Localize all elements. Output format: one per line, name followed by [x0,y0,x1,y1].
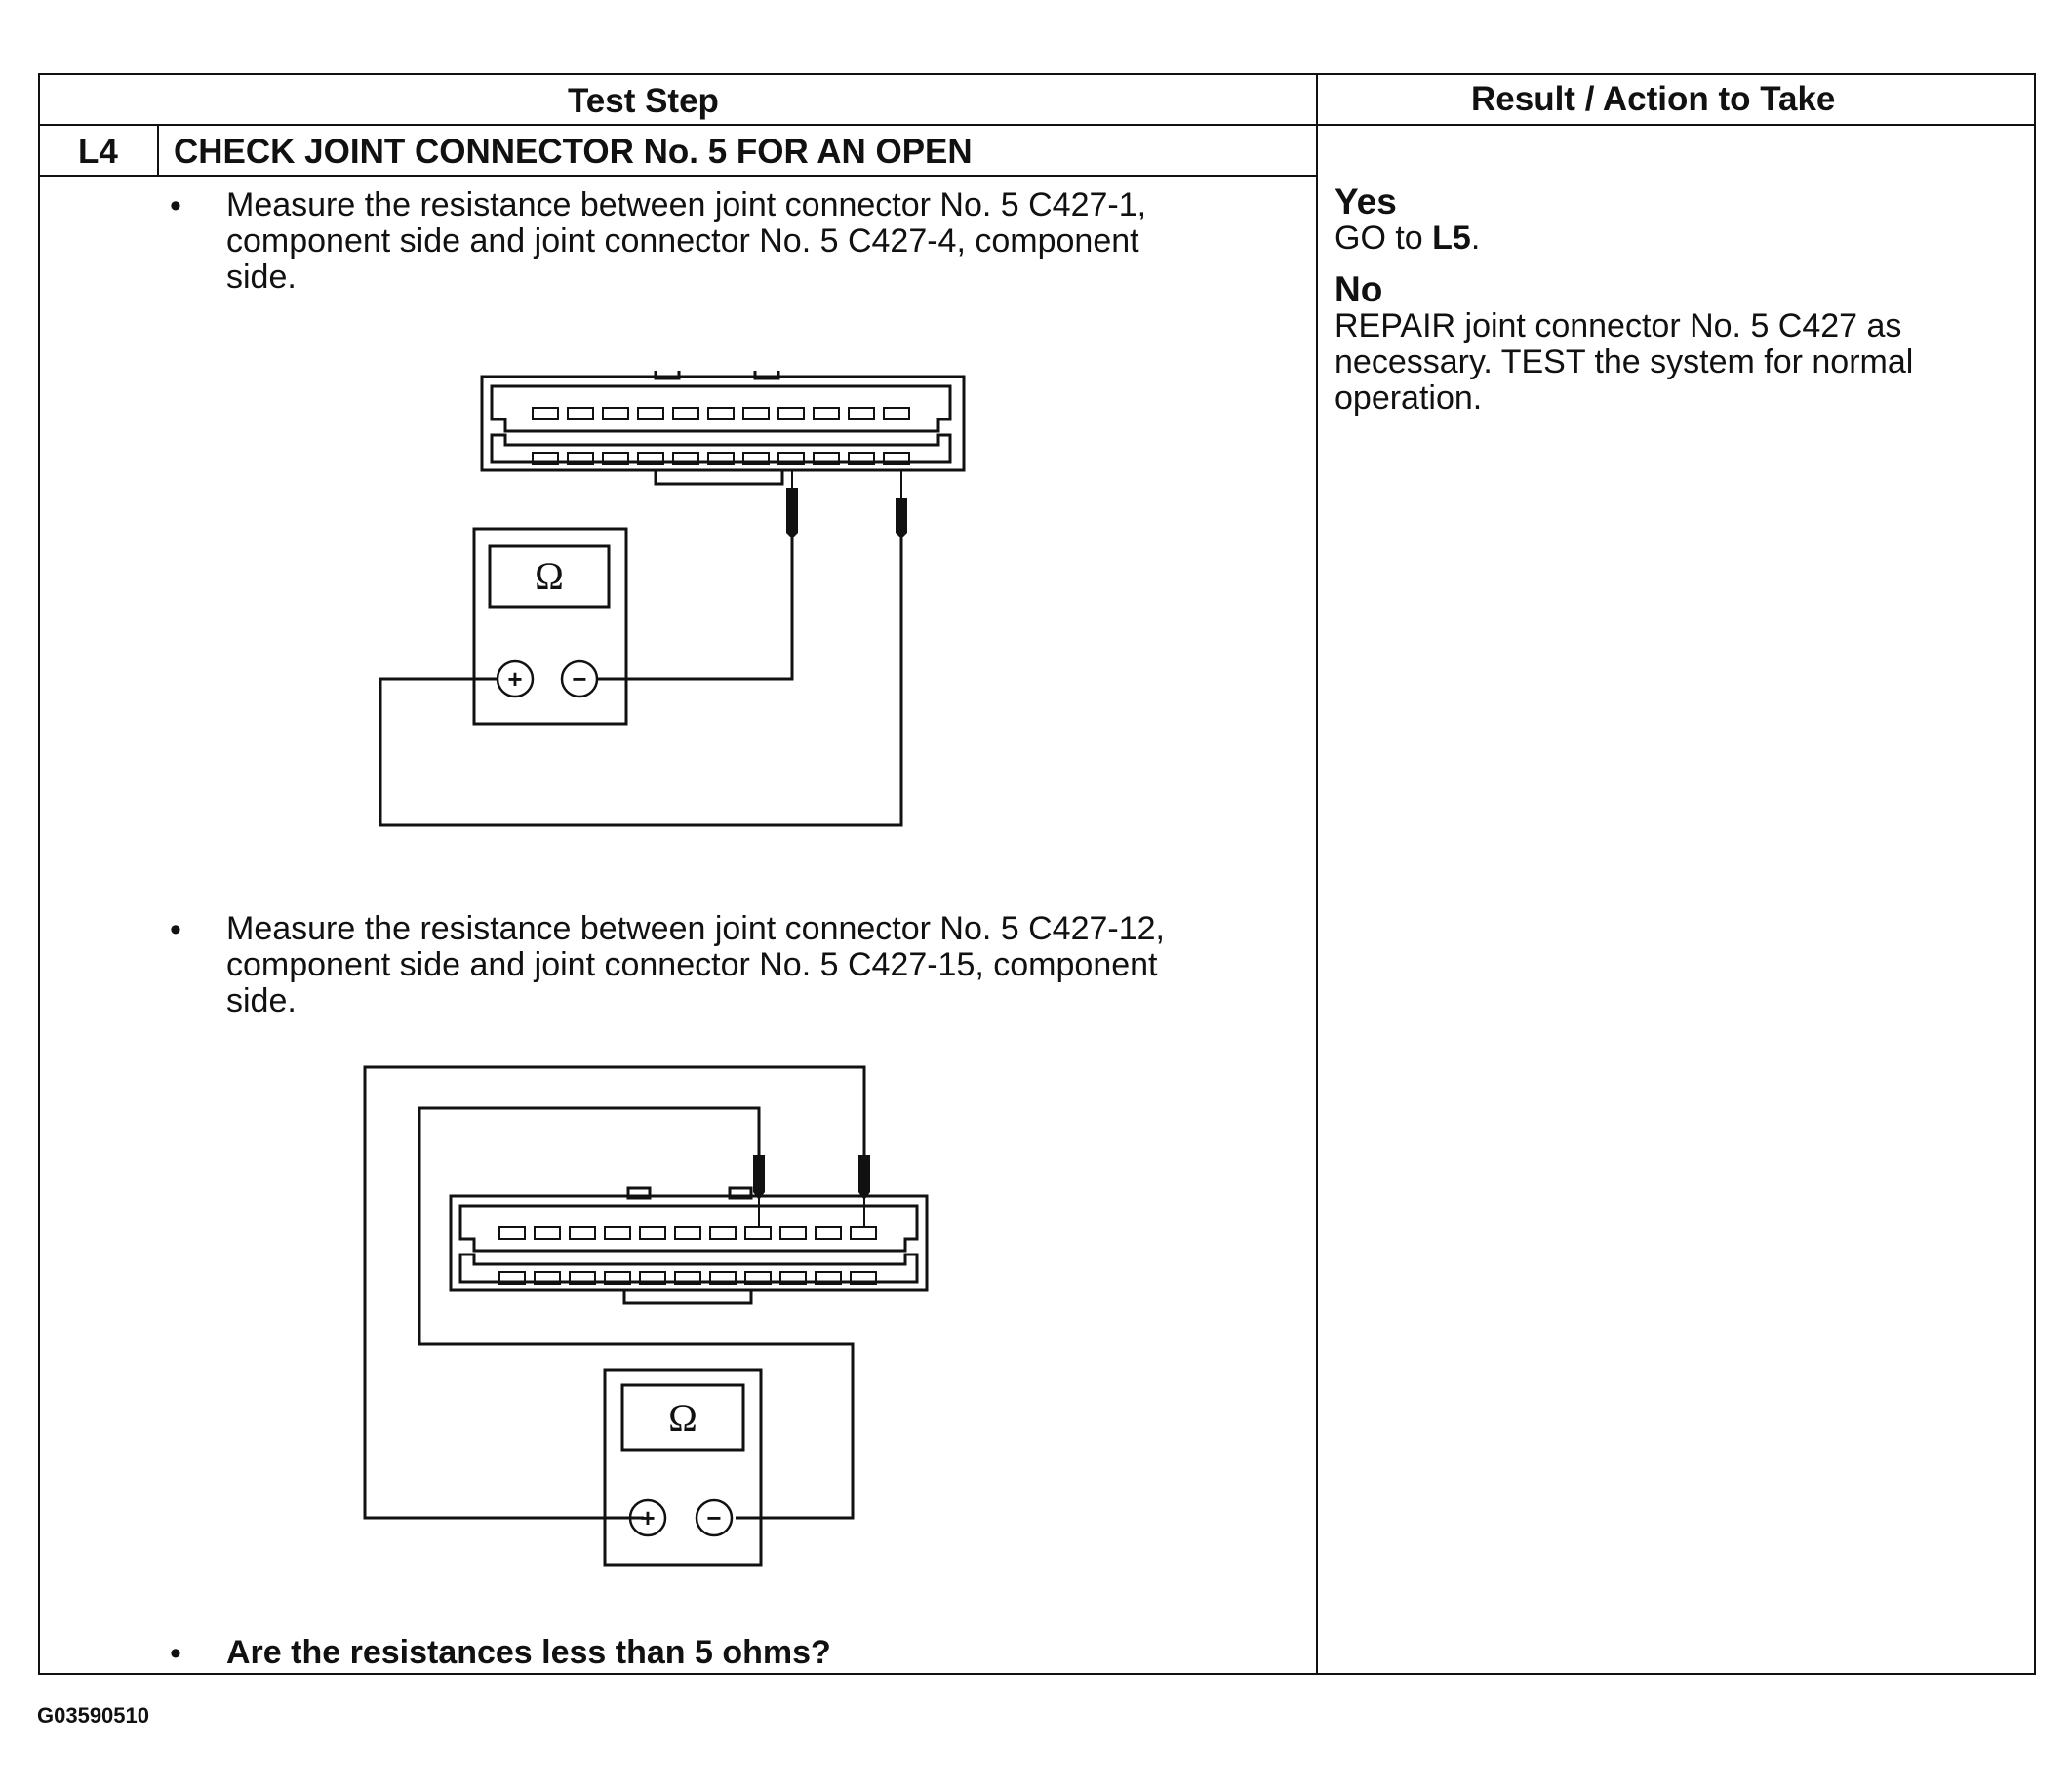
result-no-action: REPAIR joint connector No. 5 C427 as nec… [1335,308,1913,417]
connector-inner-bottom [490,433,952,464]
bullet-3: • [170,1635,181,1672]
connector-diagram-2: Ω + − [363,1065,929,1567]
result-yes-label: Yes [1335,181,1397,221]
pin-row-top [532,407,910,420]
pin-row-bottom [498,1271,877,1285]
result-yes-action: GO to L5. [1335,220,1480,257]
result-yes-suffix: . [1470,219,1481,257]
probe-tip-2 [896,498,907,538]
minus-terminal [695,1498,734,1537]
ohmmeter-display [620,1383,745,1452]
probe-wire-2 [379,507,903,827]
bullet-2: • [170,911,181,948]
result-no-label: No [1335,269,1383,309]
probe-tip-1 [786,488,798,538]
result-yes-target: L5 [1432,219,1471,257]
result-no-line-2: necessary. TEST the system for normal [1335,343,1914,380]
instruction-2-line-2: component side and joint connector No. 5… [226,946,1158,983]
connector-body [480,375,966,472]
connector-diagram-1: Ω + − [379,371,966,827]
pin-row-bottom [532,452,910,465]
latch-tab-left [654,371,681,380]
ohmmeter-display [488,544,611,609]
header-test-step: Test Step [568,82,719,120]
instruction-3: Are the resistances less than 5 ohms? [226,1634,831,1671]
connector-body [449,1194,929,1292]
minus-symbol-1: − [572,664,586,694]
probe-tips [753,1155,870,1200]
instruction-1-line-3: side. [226,259,297,296]
plus-terminal [628,1498,667,1537]
latch-tab-right [753,371,780,380]
probe-tip-2 [858,1155,870,1200]
latch-tab-right [728,1186,753,1200]
instruction-1-line-2: component side and joint connector No. 5… [226,222,1139,259]
connector-inner-top [458,1204,919,1253]
step-id: L4 [78,133,118,171]
instruction-2: Measure the resistance between joint con… [226,911,1165,1019]
probe-wire-inner [418,1106,855,1520]
bottom-lock [622,1288,753,1305]
bottom-lock [654,468,784,486]
header-result-action: Result / Action to Take [1471,80,1836,118]
plus-symbol-1: + [507,664,522,694]
probe-wire-1 [597,507,794,681]
result-no-line-1: REPAIR joint connector No. 5 C427 as [1335,307,1902,344]
connector-inner-top [490,384,952,433]
instruction-1-line-1: Measure the resistance between joint con… [226,186,1147,223]
step-title: CHECK JOINT CONNECTOR No. 5 FOR AN OPEN [174,133,973,171]
plus-symbol-2: + [640,1503,655,1532]
minus-symbol-2: − [706,1503,721,1532]
instruction-1: Measure the resistance between joint con… [226,187,1146,296]
ohm-symbol-1: Ω [535,554,564,598]
probe-tip-1 [753,1155,765,1200]
probe-wire-outer [363,1065,866,1520]
ohmmeter-body [472,527,628,726]
ohm-symbol-2: Ω [668,1396,697,1440]
connector-inner-bottom [458,1253,919,1284]
ohmmeter-body [603,1368,763,1567]
bullet-1: • [170,187,181,224]
result-no-line-3: operation. [1335,379,1483,417]
latch-tab-left [626,1186,652,1200]
result-yes-prefix: GO to [1335,219,1433,257]
instruction-2-line-1: Measure the resistance between joint con… [226,910,1165,947]
instruction-2-line-3: side. [226,982,297,1019]
pin-row-top [498,1226,877,1240]
figure-id: G03590510 [37,1703,149,1728]
probe-tips [786,488,907,538]
